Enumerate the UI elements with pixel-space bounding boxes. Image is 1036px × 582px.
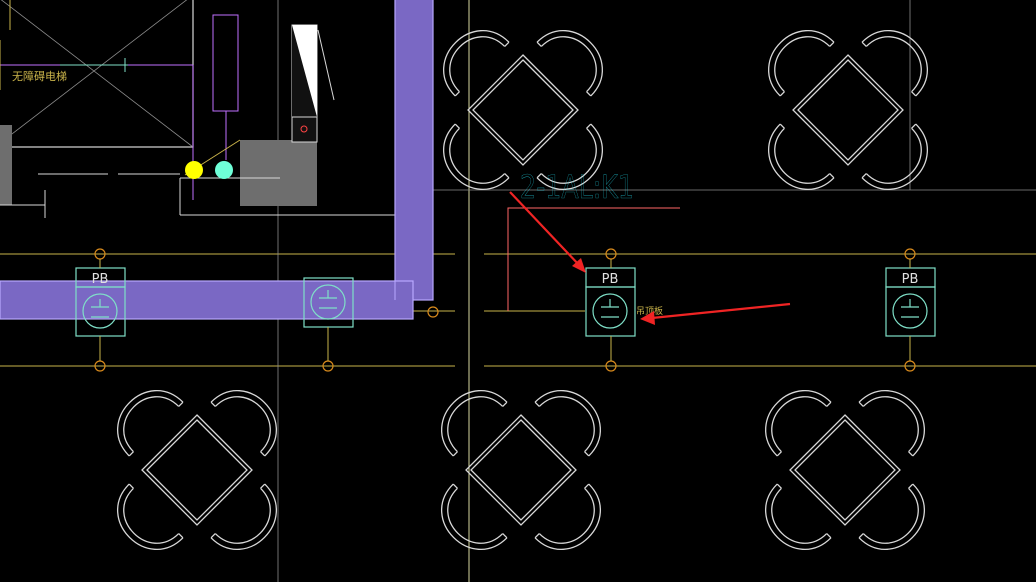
panel-box-left[interactable]: PB — [75, 259, 126, 361]
panel-box-middle[interactable]: PB — [585, 259, 636, 361]
elevator-label: 无障碍电梯 — [12, 69, 67, 83]
panel-tag: PB — [602, 272, 619, 287]
cyan-marker-dot — [215, 161, 233, 179]
purple-wall[interactable] — [0, 0, 434, 320]
panel-tag: PB — [902, 272, 919, 287]
socket-standalone[interactable] — [303, 277, 354, 361]
panel-side-label: 吊顶板 — [636, 305, 663, 317]
circuit-label[interactable]: 2-1AL:K1 — [520, 168, 634, 206]
elevator-room-detail — [0, 0, 395, 218]
circuit-leader-line — [507, 207, 680, 311]
panel-tag: PB — [92, 272, 109, 287]
panel-box-right[interactable]: PB — [885, 259, 936, 361]
yellow-marker-dot — [185, 161, 203, 179]
red-annotation-arrow-icon — [509, 191, 791, 325]
